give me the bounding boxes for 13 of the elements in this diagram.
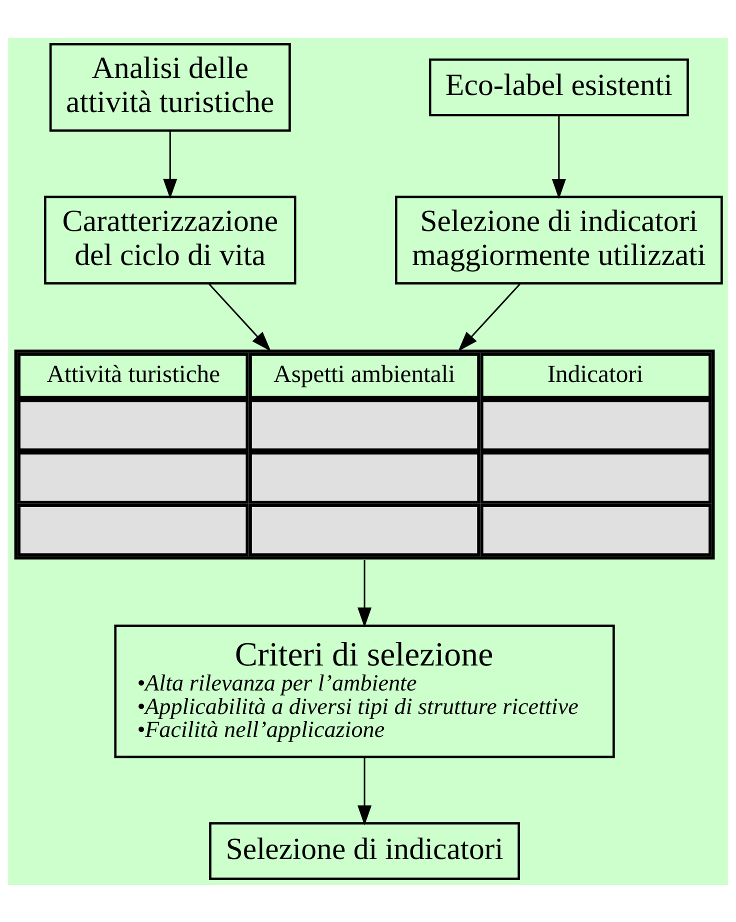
arrow xyxy=(208,282,271,351)
arrow xyxy=(163,130,178,198)
node-box: Eco-label esistenti xyxy=(428,58,689,116)
node-box: Attività turistiche Aspetti ambientali Indicatori xyxy=(14,349,715,559)
node-box: Caratterizzazione del ciclo di vita xyxy=(44,195,296,284)
node-box: Analisi delle attività turistiche xyxy=(49,42,291,132)
arrow xyxy=(458,282,522,351)
node-box: Criteri di selezione •Alta rilevanza per l’ambiente •Applicabilità a diversi tipi di strutture ricettive •Facilità nell’applicazione xyxy=(114,624,615,758)
node-box: Selezione di indicatori xyxy=(209,822,520,880)
arrow xyxy=(358,559,372,628)
arrow xyxy=(358,756,372,825)
arrow xyxy=(552,115,566,199)
node-box: Selezione di indicatori maggiormente utilizzati xyxy=(395,195,723,284)
